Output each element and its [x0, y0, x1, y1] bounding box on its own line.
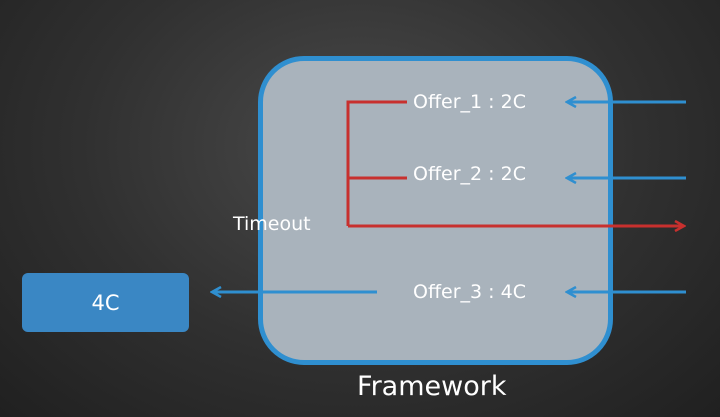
offer-2-label: Offer_2 : 2C [413, 163, 526, 185]
timeout-label: Timeout [233, 213, 311, 235]
resource-box: 4C [22, 273, 189, 332]
framework-label: Framework [357, 371, 507, 402]
resource-label: 4C [91, 290, 120, 315]
framework-box [258, 56, 613, 365]
timeout-bracket [346, 100, 407, 226]
offer-3-label: Offer_3 : 4C [413, 281, 526, 303]
offer-1-label: Offer_1 : 2C [413, 91, 526, 113]
